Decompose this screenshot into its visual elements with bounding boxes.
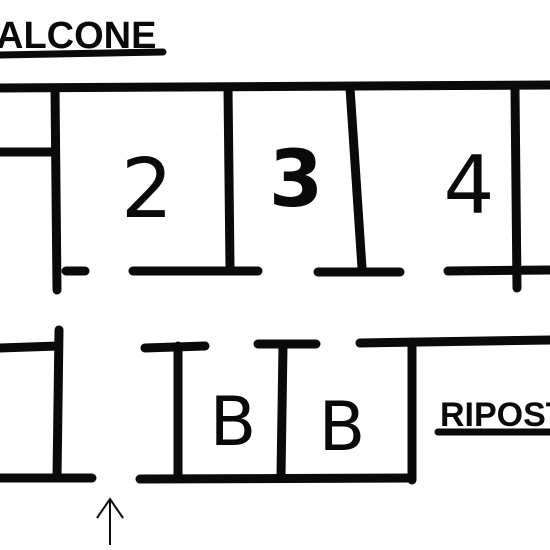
divider-3-4	[345, 83, 367, 273]
right-vertical-wall	[510, 85, 522, 293]
lower-bottom-wall	[135, 473, 417, 484]
room-label-3: 3	[269, 135, 323, 225]
lower-left-top-wall	[0, 341, 63, 353]
lower-left-vertical-wall	[52, 325, 64, 483]
divider-2-3	[223, 83, 235, 273]
room-label-4: 4	[444, 139, 495, 232]
room-label-2: 2	[121, 142, 173, 237]
riposto-label: RIPOST	[440, 396, 550, 434]
room-label-b-right: B	[319, 388, 366, 467]
corridor-top-segment-4	[443, 265, 550, 276]
entrance-arrow-icon	[96, 497, 124, 545]
room-label-b-left: B	[210, 383, 257, 462]
b-room-divider	[276, 341, 288, 481]
title-underline	[0, 48, 167, 59]
b-room-top-wall-3	[355, 335, 550, 348]
top-outer-wall	[0, 80, 550, 93]
left-vertical-wall	[50, 83, 62, 295]
